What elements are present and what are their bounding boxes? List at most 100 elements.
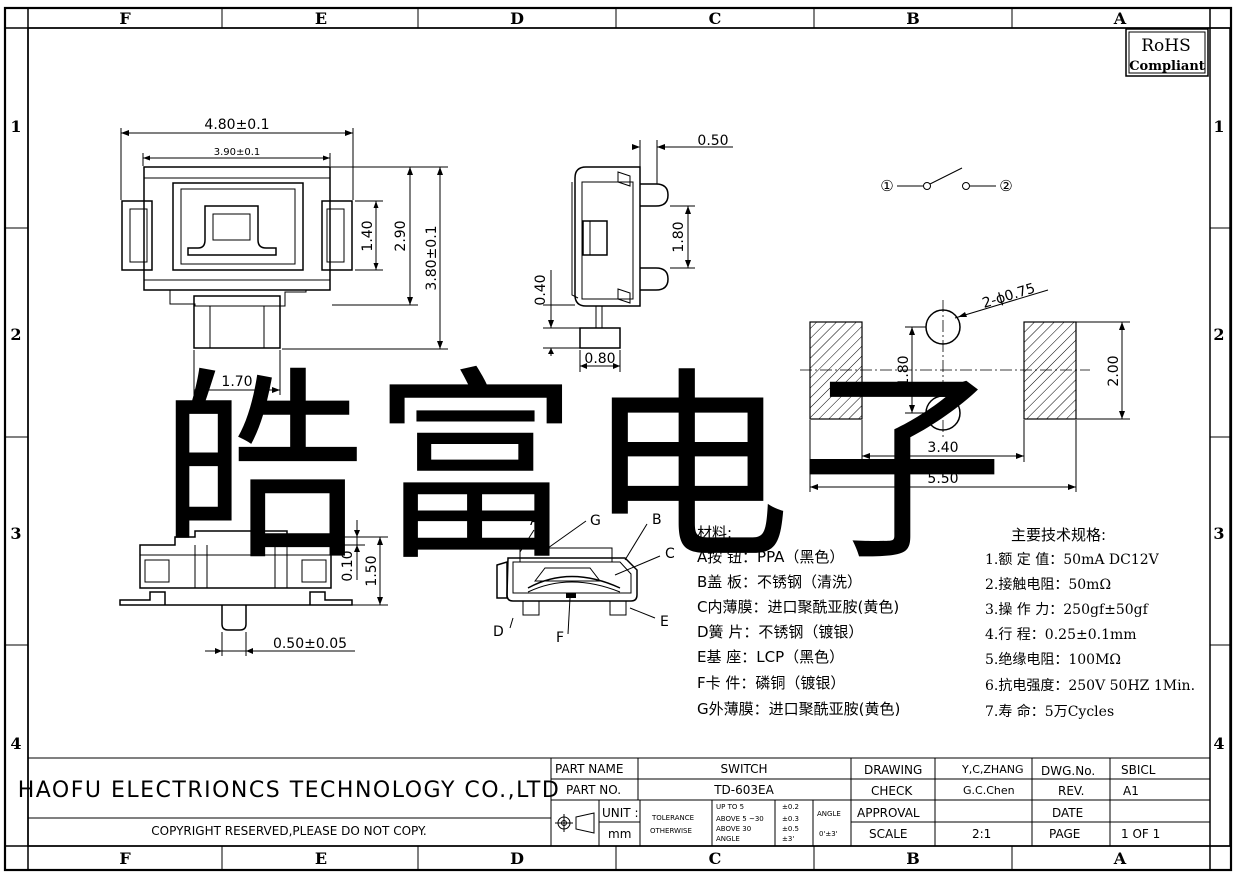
- spec-item: 1.额 定 值：50mA DC12V: [985, 552, 1160, 568]
- tolerance-label: TOLERANCE: [651, 814, 694, 822]
- rohs-compliant: Compliant: [1129, 59, 1205, 74]
- tol-row-label: ABOVE 5 ~30: [716, 815, 764, 823]
- dim-side-180: 1.80: [671, 221, 687, 252]
- top-view: 4.80±0.1 3.90±0.1 1.40 2.90 3.80±0.1 1.7…: [120, 117, 448, 395]
- callout-c: C: [665, 546, 675, 562]
- date-label: DATE: [1052, 806, 1083, 820]
- dim-top-stem-width: 1.70: [221, 374, 252, 390]
- col-label-d-bottom: D: [510, 849, 524, 868]
- check-value: G.C.Chen: [963, 784, 1015, 797]
- dwg-no-value: SBICL: [1121, 763, 1156, 777]
- check-label: CHECK: [871, 784, 913, 798]
- callout-b: B: [652, 512, 662, 528]
- scale-label: SCALE: [869, 827, 907, 841]
- col-label-d: D: [510, 9, 524, 28]
- callout-f: F: [556, 630, 564, 646]
- dim-side-050: 0.50: [697, 133, 728, 149]
- copyright-notice: COPYRIGHT RESERVED,PLEASE DO NOT COPY.: [151, 824, 426, 838]
- tol-row-label: UP TO 5: [716, 803, 744, 811]
- col-label-c-bottom: C: [709, 849, 722, 868]
- dim-pad-holes: 2-ϕ0.75: [980, 281, 1037, 312]
- scale-value: 2:1: [972, 827, 991, 841]
- dim-side-080: 0.80: [584, 351, 615, 367]
- dim-pad-340: 3.40: [927, 440, 958, 456]
- angle-label: ANGLE: [817, 810, 841, 818]
- dim-top-height-380: 3.80±0.1: [424, 225, 440, 290]
- title-block: HAOFU ELECTRIONCS TECHNOLOGY CO.,LTD COP…: [18, 757, 1210, 846]
- row-label-1: 1: [10, 117, 21, 136]
- schematic-pin-1: ①: [880, 177, 893, 195]
- tol-row-label: ABOVE 30: [716, 825, 751, 833]
- part-no-value: TD-603EA: [713, 783, 774, 797]
- tol-value: ±3': [782, 835, 794, 843]
- col-label-c: C: [709, 9, 722, 28]
- switch-schematic: ① ②: [880, 167, 1013, 195]
- dim-pad-550: 5.50: [927, 471, 958, 487]
- dim-top-outer-width: 4.80±0.1: [204, 117, 269, 133]
- company-name: HAOFU ELECTRIONCS TECHNOLOGY CO.,LTD: [18, 778, 561, 803]
- projection-symbol-icon: [555, 812, 595, 834]
- dim-top-height-140: 1.40: [360, 220, 376, 251]
- material-item: A按 钮：PPA（黑色）: [697, 548, 844, 566]
- dim-top-inner-width: 3.90±0.1: [214, 147, 261, 158]
- tol-row-label: ANGLE: [716, 835, 740, 843]
- callout-e: E: [660, 614, 669, 630]
- col-label-b: B: [906, 9, 920, 28]
- side-view: 0.50 1.80 0.40 0.80: [533, 133, 733, 372]
- materials-title: 材料:: [697, 524, 732, 542]
- callout-a: A: [530, 513, 540, 529]
- material-item: C内薄膜：进口聚酰亚胺(黄色): [697, 598, 899, 616]
- tol-value: ±0.5: [782, 825, 799, 833]
- part-name-label: PART NAME: [555, 762, 623, 776]
- dwg-no-label: DWG.No.: [1041, 764, 1095, 778]
- spec-item: 5.绝缘电阻：100MΩ: [985, 652, 1121, 668]
- rohs-title: RoHS: [1141, 36, 1191, 56]
- material-item: D簧 片：不锈钢（镀银）: [697, 623, 863, 641]
- drawing-label: DRAWING: [864, 763, 922, 777]
- front-view: 0.10 1.50 0.50±0.05: [119, 520, 388, 656]
- col-label-e-bottom: E: [315, 849, 327, 868]
- row-label-3-right: 3: [1213, 524, 1224, 543]
- page-label: PAGE: [1049, 827, 1080, 841]
- cross-section-view: A G B C D F E: [493, 512, 675, 646]
- material-item: G外薄膜：进口聚酰亚胺(黄色): [697, 700, 900, 718]
- material-item: E基 座：LCP（黑色）: [697, 648, 844, 666]
- angle-value: 0'±3': [819, 830, 838, 838]
- watermark-text: 皓富电子: [160, 351, 1012, 589]
- col-label-e: E: [315, 9, 327, 28]
- material-item: B盖 板：不锈钢（清洗）: [697, 573, 862, 591]
- approval-label: APPROVAL: [857, 806, 920, 820]
- unit-label: UNIT :: [602, 806, 639, 820]
- page-value: 1 OF 1: [1121, 827, 1160, 841]
- dim-pad-200: 2.00: [1106, 355, 1122, 386]
- callout-g: G: [590, 513, 601, 529]
- row-label-4-right: 4: [1213, 734, 1224, 753]
- spec-item: 7.寿 命：5万Cycles: [985, 703, 1114, 720]
- row-label-3: 3: [10, 524, 21, 543]
- spec-item: 4.行 程：0.25±0.1mm: [985, 627, 1137, 643]
- otherwise-label: OTHERWISE: [650, 827, 692, 835]
- dim-front-010: 0.10: [340, 550, 356, 581]
- col-label-b-bottom: B: [906, 849, 920, 868]
- rev-label: REV.: [1058, 784, 1084, 798]
- rev-value: A1: [1123, 784, 1139, 798]
- dim-front-150: 1.50: [364, 555, 380, 586]
- spec-item: 3.操 作 力：250gf±50gf: [985, 602, 1150, 618]
- border-frame: [3, 6, 1233, 872]
- tol-value: ±0.3: [782, 815, 799, 823]
- part-no-label: PART NO.: [566, 783, 621, 797]
- dim-top-height-290: 2.90: [393, 220, 409, 251]
- row-label-2-right: 2: [1213, 325, 1224, 344]
- row-label-4: 4: [10, 734, 21, 753]
- spec-item: 2.接触电阻：50mΩ: [985, 576, 1111, 593]
- pcb-footprint: 2-ϕ0.75 1.80 2.00 3.40 5.50: [800, 281, 1130, 492]
- tol-value: ±0.2: [782, 803, 799, 811]
- dim-front-050: 0.50±0.05: [273, 636, 347, 652]
- specs-title: 主要技术规格:: [1011, 526, 1106, 544]
- specs-list: 主要技术规格: 1.额 定 值：50mA DC12V 2.接触电阻：50mΩ 3…: [985, 526, 1195, 720]
- callout-d: D: [493, 624, 504, 640]
- part-name-value: SWITCH: [720, 762, 767, 776]
- col-label-f-bottom: F: [119, 849, 131, 868]
- col-label-a: A: [1113, 9, 1127, 28]
